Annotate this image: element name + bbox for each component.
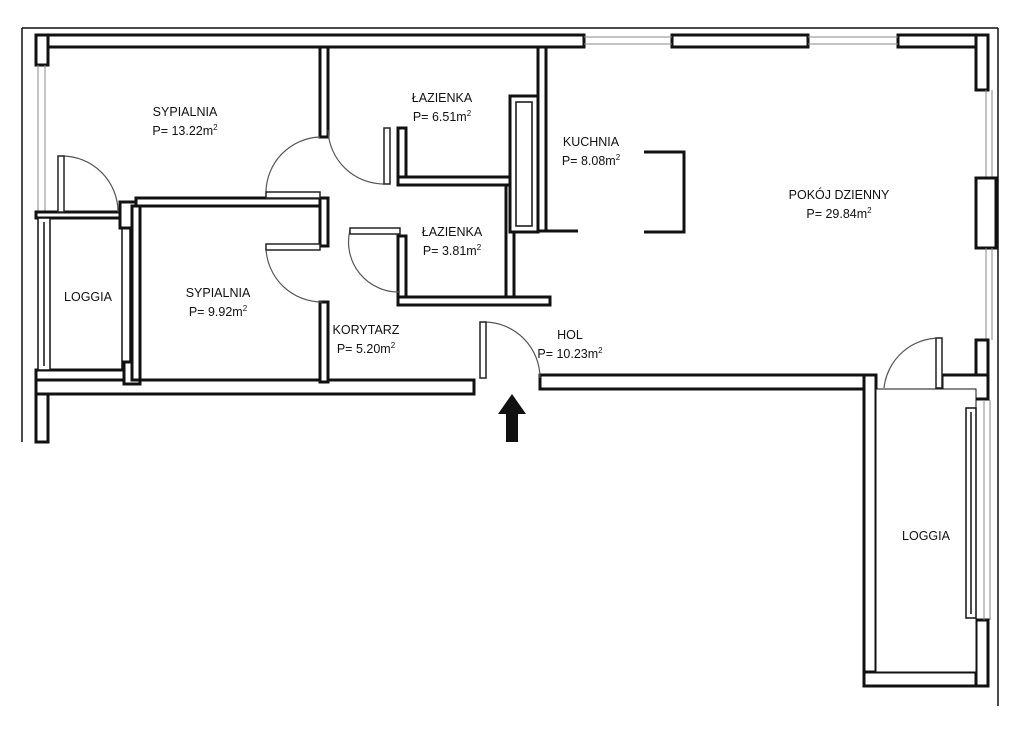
wall-bed1-bed2 [134, 196, 330, 208]
door-bathroom1-swing [327, 129, 385, 185]
room-living-room: POKÓJ DZIENNY P= 29.84m2 [789, 187, 890, 222]
wall-right-mid [974, 176, 998, 250]
loggia-right-floor [875, 388, 977, 673]
wall-bed2-corridor-bottom [318, 300, 330, 384]
door-bathroom1-leaf [383, 127, 391, 185]
room-name: HOL [557, 328, 583, 342]
room-name: SYPIALNIA [152, 105, 218, 119]
loggia-right-structure [875, 388, 991, 673]
wall-bath2-bottom [396, 295, 552, 307]
wall-bath1-left-lower [396, 126, 408, 179]
door-bathroom2-leaf [349, 227, 401, 235]
wall-top-left [34, 33, 586, 49]
door-entrance-swing [483, 321, 541, 379]
room-loggia-left: LOGGIA [64, 289, 112, 305]
room-area: P= 10.23m2 [537, 346, 603, 361]
room-name: POKÓJ DZIENNY [788, 188, 890, 202]
room-bedroom-1: SYPIALNIA P= 13.22m2 [152, 104, 217, 139]
door-loggia-right-leaf [935, 337, 943, 389]
doors [57, 127, 943, 389]
entrance-arrow-icon [498, 394, 526, 442]
door-loggia-right-swing [883, 337, 941, 389]
room-hall: HOL P= 10.23m2 [537, 327, 602, 362]
kitchen-island [644, 150, 686, 234]
wall-loggia-right-bottom [862, 670, 990, 688]
room-area: P= 8.08m2 [561, 153, 621, 168]
door-bedroom2-leaf [265, 243, 321, 251]
room-area: P= 29.84m2 [806, 206, 872, 221]
room-bathroom-1: ŁAZIENKA P= 6.51m2 [412, 90, 472, 125]
door-bedroom2-swing [265, 247, 323, 303]
wall-bath1-bottom [396, 175, 512, 187]
wall-bottom-left [34, 378, 476, 396]
room-name: SYPIALNIA [185, 286, 251, 300]
wall-loggia-right-left [862, 373, 878, 687]
room-name: LOGGIA [64, 290, 112, 304]
door-entrance-leaf [479, 321, 487, 379]
loggia-left-bottom-rail [34, 368, 138, 382]
kitchen-cabinets-inner [515, 101, 533, 227]
room-name: LOGGIA [902, 529, 950, 543]
wall-left-top [34, 33, 50, 67]
room-name: ŁAZIENKA [411, 91, 473, 105]
wall-top-mid [670, 33, 810, 49]
door-loggia-left-swing [61, 155, 119, 213]
room-corridor: KORYTARZ P= 5.20m2 [333, 322, 400, 357]
loggia-left-inner-window [121, 215, 131, 371]
room-area: P= 13.22m2 [152, 123, 218, 138]
loggia-left-structure [34, 200, 142, 386]
room-area: P= 9.92m2 [188, 304, 248, 319]
room-bedroom-2: SYPIALNIA P= 9.92m2 [186, 285, 251, 320]
wall-bed2-corridor-top [318, 196, 330, 248]
room-bathroom-2: ŁAZIENKA P= 3.81m2 [422, 224, 482, 259]
door-bedroom1-swing [265, 136, 321, 193]
wall-loggia-right-end [974, 618, 990, 688]
room-area: P= 5.20m2 [336, 341, 396, 356]
wall-bath2-left [396, 234, 408, 306]
wall-bottom-right [538, 373, 878, 391]
interior-walls [130, 45, 686, 384]
room-name: KORYTARZ [332, 323, 400, 337]
room-name: KUCHNIA [562, 135, 620, 149]
room-loggia-right: LOGGIA [902, 528, 950, 544]
room-area: P= 3.81m2 [422, 243, 482, 258]
loggia-left-top-rail [34, 210, 128, 220]
room-name: ŁAZIENKA [421, 225, 483, 239]
entrance-arrow-shape [498, 394, 526, 442]
exterior-walls [21, 27, 999, 706]
wall-right-top [974, 33, 990, 92]
room-kitchen: KUCHNIA P= 8.08m2 [562, 134, 620, 169]
door-bathroom2-swing [347, 229, 401, 293]
wall-bed1-bath1 [318, 45, 330, 139]
door-loggia-left-leaf [57, 155, 65, 213]
door-bedroom1-leaf [265, 191, 321, 199]
wall-bed2-left [130, 204, 142, 382]
room-area: P= 6.51m2 [412, 109, 472, 124]
